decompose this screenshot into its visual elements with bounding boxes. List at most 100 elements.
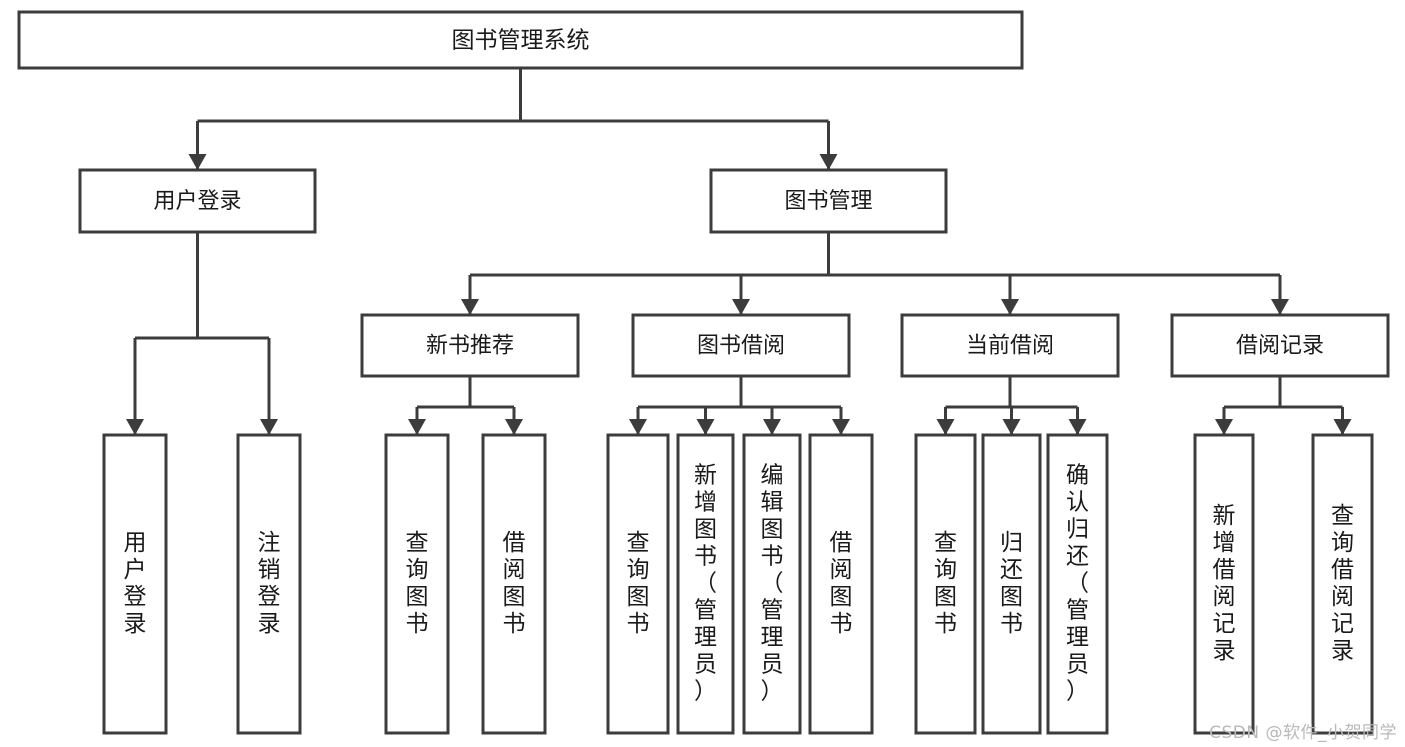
node-label-char: 管: [1066, 598, 1089, 624]
node-label-char: 询: [627, 557, 650, 583]
node-label: 用户登录: [153, 189, 241, 214]
node-borrow-record[interactable]: 借阅记录: [1170, 313, 1390, 378]
node-label-char: 注: [258, 530, 281, 556]
node-current-borrow[interactable]: 当前借阅: [900, 313, 1120, 378]
watermark-text: CSDN @软件_小贺同学: [1209, 723, 1397, 743]
node-label-char: 新: [1213, 503, 1236, 529]
node-label-char: 书: [627, 611, 650, 637]
node-label-char: 员: [761, 652, 784, 678]
node-label-char: 录: [258, 611, 281, 637]
node-label-char: 查: [627, 530, 650, 556]
arrow-head: [1002, 419, 1021, 435]
node-label-char: 阅: [1331, 584, 1354, 610]
node-label-char: 查: [406, 530, 429, 556]
node-label-char: 管: [761, 598, 784, 624]
node-label-char: 书: [503, 611, 526, 637]
node-label-char: 图: [406, 584, 429, 610]
arrow-head: [1215, 419, 1233, 435]
node-label-char: （: [694, 571, 717, 597]
node-label-char: 还: [1000, 557, 1023, 583]
node-label-char: 阅: [830, 557, 853, 583]
node-label-char: 图: [934, 584, 957, 610]
node-label-char: 借: [1213, 557, 1236, 583]
node-label-char: 记: [1331, 611, 1354, 637]
node-label-char: 询: [934, 557, 957, 583]
node-label-char: 阅: [503, 557, 526, 583]
node-leaf-user-login[interactable]: 用户登录: [102, 433, 168, 735]
arrow-head: [1271, 299, 1289, 315]
node-label: 当前借阅: [966, 334, 1054, 359]
node-label-char: 图: [503, 584, 526, 610]
node-label-char: 新: [694, 463, 717, 489]
node-label-char: 理: [761, 625, 784, 651]
node-label-char: 书: [694, 544, 717, 570]
node-label-char: 书: [934, 611, 957, 637]
node-box: [631, 313, 851, 378]
node-label-char: 记: [1213, 611, 1236, 637]
arrow-head: [832, 419, 850, 435]
node-label-char: 查: [1331, 503, 1354, 529]
node-label-char: 理: [694, 625, 717, 651]
node-label-char: 增: [694, 490, 717, 516]
node-label-char: 询: [406, 557, 429, 583]
node-label-char: ）: [694, 679, 717, 705]
arrow-head: [505, 419, 523, 435]
node-new-book-rec[interactable]: 新书推荐: [360, 313, 580, 378]
node-book-borrow[interactable]: 图书借阅: [631, 313, 851, 378]
node-label-char: 归: [1000, 530, 1023, 556]
node-label-char: 编: [761, 463, 784, 489]
node-label-char: ）: [761, 679, 784, 705]
node-box: [481, 433, 547, 735]
node-box: [236, 433, 302, 735]
node-label-char: （: [1066, 571, 1089, 597]
node-box: [360, 313, 580, 378]
node-label-char: 登: [124, 584, 147, 610]
node-label-char: 图: [830, 584, 853, 610]
node-label-char: 户: [124, 557, 147, 583]
arrow-head: [763, 419, 781, 435]
node-box: [981, 433, 1042, 735]
arrow-head: [126, 419, 144, 435]
node-user-login[interactable]: 用户登录: [78, 168, 317, 234]
node-book-manage[interactable]: 图书管理: [709, 168, 948, 234]
node-box: [914, 433, 977, 735]
node-label-char: 销: [258, 557, 281, 583]
node-label-char: 归: [1066, 517, 1089, 543]
node-label-char: 询: [1331, 530, 1354, 556]
node-label-char: 增: [1213, 530, 1236, 556]
arrow-head: [188, 154, 207, 170]
node-box: [808, 433, 874, 735]
node-box: [676, 433, 735, 735]
node-box: [78, 168, 317, 234]
node-label: 借阅记录: [1236, 334, 1324, 359]
arrow-head: [408, 419, 426, 435]
node-root[interactable]: 图书管理系统: [17, 10, 1024, 70]
node-label-char: （: [761, 571, 784, 597]
node-box: [1311, 433, 1374, 735]
node-box: [384, 433, 450, 735]
node-label-char: 图: [1000, 584, 1023, 610]
node-label-char: 书: [830, 611, 853, 637]
node-label-char: ）: [1066, 679, 1089, 705]
node-label: 图书管理: [784, 189, 872, 214]
node-label-char: 图: [761, 517, 784, 543]
arrow-head: [732, 299, 750, 315]
edges-layer: [126, 68, 1352, 435]
node-label-char: 确: [1066, 463, 1089, 489]
arrow-head: [819, 154, 838, 170]
node-label-char: 书: [1000, 611, 1023, 637]
